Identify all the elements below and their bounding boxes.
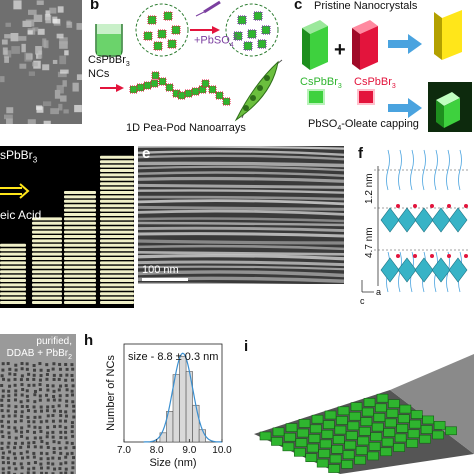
scalebar xyxy=(142,278,188,281)
blue-arrow-top-icon xyxy=(388,34,422,54)
panel-i-label: i xyxy=(244,338,249,355)
tem-e-texture xyxy=(138,146,344,284)
panel-b: b xyxy=(86,0,286,140)
x-tick-label: 8.0 xyxy=(150,445,164,456)
pea-pod-caption: 1D Pea-Pod Nanoarrays xyxy=(126,122,246,134)
histogram-bar xyxy=(198,429,206,443)
tem-a-texture xyxy=(0,0,82,124)
panel-f: f 1.2 nm 4.7 nm a c xyxy=(350,146,474,306)
panel-d: sPbBr3 eic Acid xyxy=(0,146,134,308)
nc-circle-right-icon xyxy=(225,3,279,57)
size-annotation: size - 8.8 ± 0.3 nm xyxy=(128,351,218,363)
pristine-title: Pristine Nanocrystals xyxy=(314,0,418,12)
cube-array xyxy=(254,354,474,474)
platelet-stacks xyxy=(0,155,134,304)
panel-e-label: e xyxy=(142,146,151,162)
double-arrow-icon xyxy=(0,183,30,199)
red-label: CsPbBr3 xyxy=(354,76,396,91)
reagent-label: +PbSO42- xyxy=(194,34,240,49)
panel-h-label: h xyxy=(84,334,94,349)
scalebar-label: 100 nm xyxy=(142,264,179,276)
panel-i: i xyxy=(240,334,474,474)
panel-g-line1: purified, xyxy=(36,336,72,347)
panel-g-line2: DDAB + PbBr2 xyxy=(6,348,72,361)
crystal-structure xyxy=(361,149,470,293)
x-axis-label: Size (nm) xyxy=(149,457,196,469)
panel-d-label-top: sPbBr3 xyxy=(0,148,38,165)
panel-b-schematic xyxy=(95,0,283,122)
arrow-bottom-icon xyxy=(100,84,124,92)
axis-c-label: c xyxy=(360,296,365,306)
tem-g-texture xyxy=(0,362,76,474)
panel-f-label: f xyxy=(358,146,363,162)
axis-a-label: a xyxy=(376,287,382,297)
plus-icon: + xyxy=(334,39,346,61)
x-tick-label: 7.0 xyxy=(117,445,131,456)
spacing-2: 4.7 nm xyxy=(364,227,375,258)
x-tick-label: 10.0 xyxy=(212,445,232,456)
green-cube-icon xyxy=(307,89,325,105)
green-crystal-icon xyxy=(302,20,328,70)
panel-g-tem-image: purified, DDAB + PbBr2 xyxy=(0,334,76,474)
panel-e-tem-image: e 100 nm xyxy=(138,146,344,284)
nc-circle-left-icon xyxy=(135,3,189,57)
green-label: CsPbBr3 xyxy=(300,76,342,91)
red-crystal-icon xyxy=(352,20,378,70)
spacing-1: 1.2 nm xyxy=(364,173,375,204)
panel-c: c Pristine Nanocrystals + xyxy=(294,0,474,140)
x-tick-label: 9.0 xyxy=(182,445,196,456)
syringe-icon xyxy=(195,0,221,17)
y-axis-label: Number of NCs xyxy=(105,355,117,431)
yellow-crystal-icon xyxy=(434,4,462,60)
histogram-bar xyxy=(179,355,187,443)
panel-d-label-bottom: eic Acid xyxy=(0,208,42,222)
panel-b-label: b xyxy=(90,0,100,13)
green-glow-crystal-icon xyxy=(428,82,472,132)
pea-pod-icon xyxy=(234,59,283,122)
capping-caption: PbSO4-Oleate capping xyxy=(308,118,419,133)
red-cube-icon xyxy=(357,89,375,105)
panel-c-label: c xyxy=(294,0,303,13)
blue-arrow-bottom-icon xyxy=(388,98,422,118)
panel-a-tem-image xyxy=(0,0,82,124)
beaker-icon xyxy=(95,24,123,57)
histogram-bar xyxy=(192,404,200,443)
panel-c-schematic: + xyxy=(302,4,472,132)
arrow-right-icon xyxy=(190,26,220,34)
nc-chains-icon xyxy=(129,71,231,106)
